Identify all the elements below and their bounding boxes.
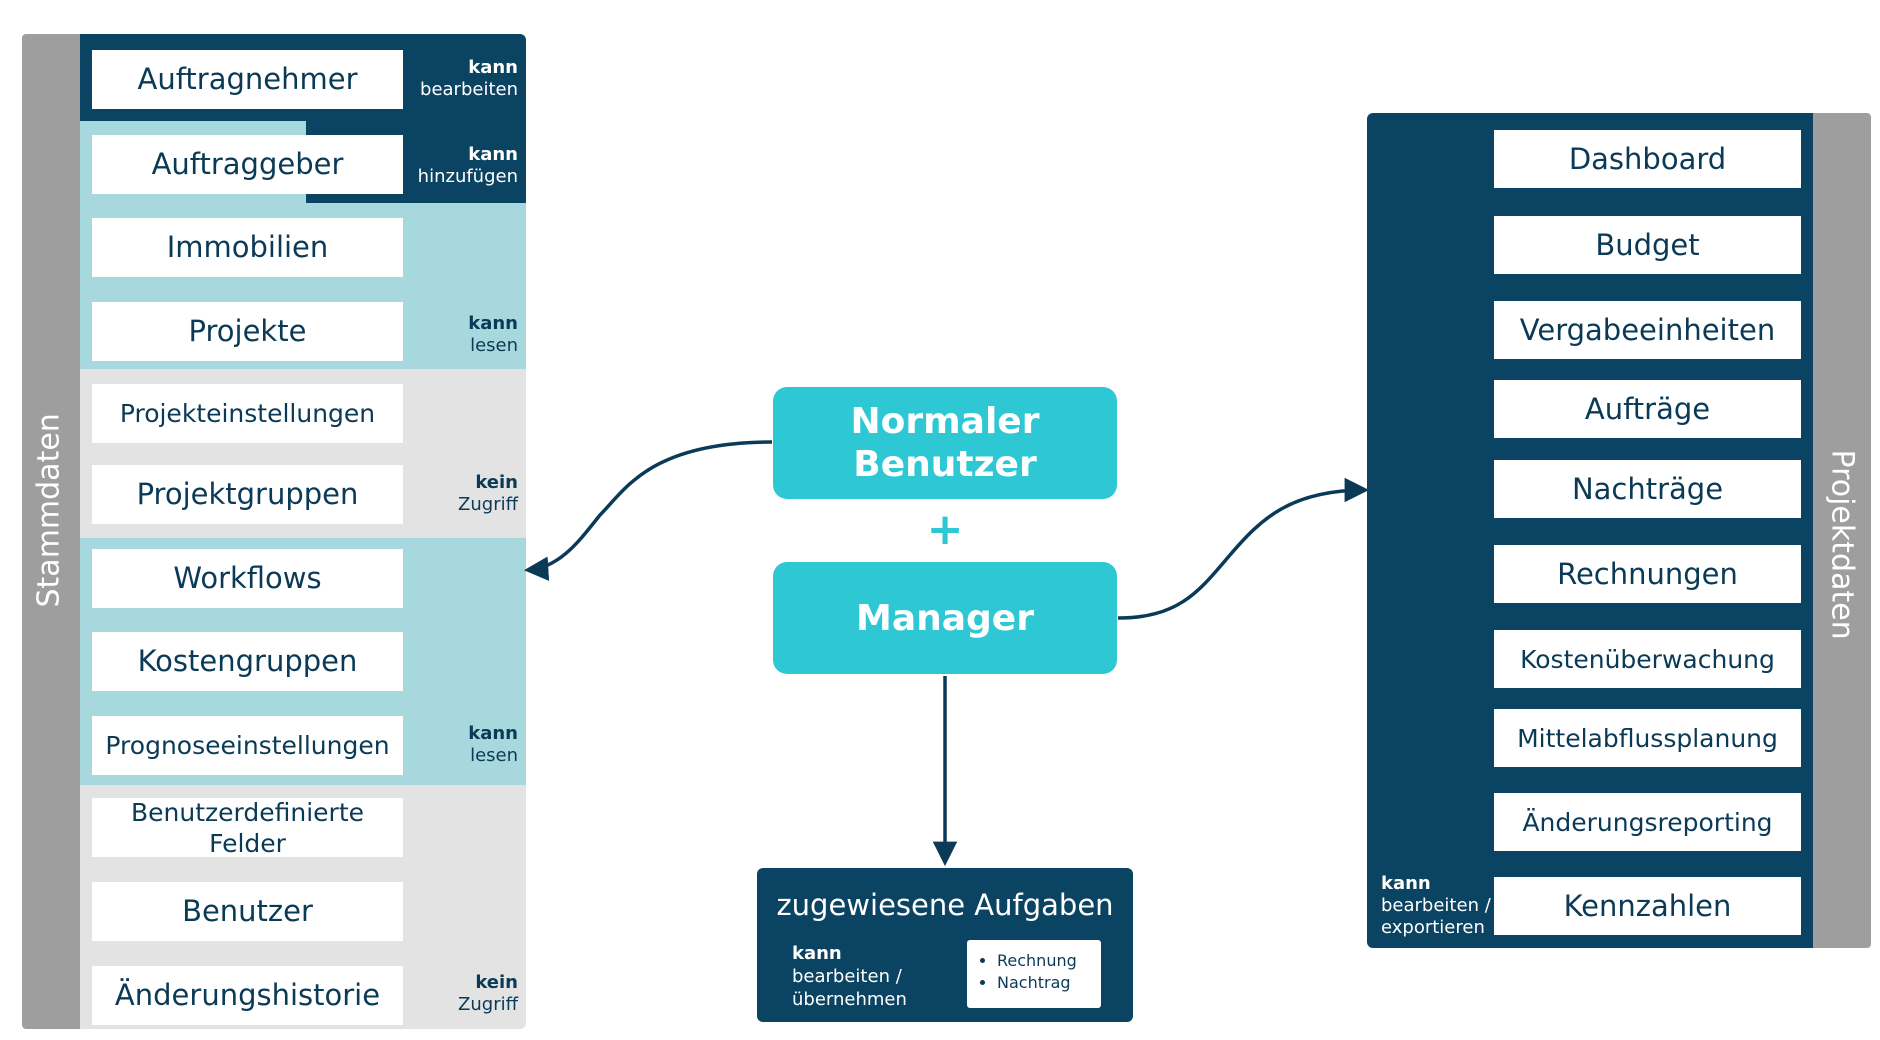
perm-read-1-strong: kann <box>468 313 518 334</box>
assigned-tasks-perm-line2: übernehmen <box>792 989 907 1010</box>
perm-no-access-2-strong: kein <box>475 972 518 993</box>
item-aenderungshistorie[interactable]: Änderungshistorie <box>92 966 403 1025</box>
perm-no-access-1: kein Zugriff <box>400 472 518 516</box>
item-benutzerdefinierte-felder[interactable]: Benutzerdefinierte Felder <box>92 798 403 858</box>
perm-add-strong: kann <box>468 144 518 165</box>
perm-read-2-text: lesen <box>470 745 518 766</box>
projektdaten-sidebar <box>1813 113 1871 948</box>
perm-projektdaten-strong: kann <box>1381 873 1431 894</box>
item-prognoseeinstellungen[interactable]: Prognoseeinstellungen <box>92 716 403 775</box>
item-aenderungsreporting[interactable]: Änderungsreporting <box>1494 793 1801 851</box>
task-item-nachtrag[interactable]: Nachtrag <box>997 972 1101 994</box>
perm-projektdaten-line1: bearbeiten / <box>1381 895 1491 916</box>
item-projekte[interactable]: Projekte <box>92 302 403 361</box>
item-kostengruppen[interactable]: Kostengruppen <box>92 632 403 691</box>
assigned-tasks-permission: kann bearbeiten / übernehmen <box>792 942 907 1011</box>
item-auftragnehmer[interactable]: Auftragnehmer <box>92 50 403 109</box>
item-immobilien[interactable]: Immobilien <box>92 218 403 277</box>
role-manager-label: Manager <box>856 597 1034 639</box>
arrow-to-stammdaten <box>523 440 773 581</box>
perm-add: kann hinzufügen <box>400 144 518 188</box>
perm-projektdaten-line2: exportieren <box>1381 917 1485 938</box>
assigned-tasks-perm-line1: bearbeiten / <box>792 966 902 987</box>
assigned-tasks-title: zugewiesene Aufgaben <box>776 888 1114 922</box>
item-nachtraege[interactable]: Nachträge <box>1494 460 1801 518</box>
perm-edit-text: bearbeiten <box>420 79 518 100</box>
perm-add-text: hinzufügen <box>417 166 518 187</box>
assigned-tasks-box: zugewiesene Aufgaben kann bearbeiten / ü… <box>757 868 1133 1022</box>
item-kostenueberwachung[interactable]: Kostenüberwachung <box>1494 630 1801 688</box>
item-rechnungen[interactable]: Rechnungen <box>1494 545 1801 603</box>
perm-edit: kann bearbeiten <box>400 57 518 101</box>
perm-edit-strong: kann <box>468 57 518 78</box>
perm-read-1: kann lesen <box>400 313 518 357</box>
arrow-to-projektdaten <box>1117 477 1370 620</box>
item-vergabeeinheiten[interactable]: Vergabeeinheiten <box>1494 301 1801 359</box>
perm-no-access-1-text: Zugriff <box>458 494 518 515</box>
perm-no-access-1-strong: kein <box>475 472 518 493</box>
assigned-tasks-perm-strong: kann <box>792 943 842 964</box>
task-item-rechnung[interactable]: Rechnung <box>997 950 1101 972</box>
perm-read-2-strong: kann <box>468 723 518 744</box>
item-projekteinstellungen[interactable]: Projekteinstellungen <box>92 384 403 443</box>
perm-no-access-2: kein Zugriff <box>400 972 518 1016</box>
perm-projektdaten: kann bearbeiten / exportieren <box>1381 873 1491 939</box>
item-workflows[interactable]: Workflows <box>92 549 403 608</box>
role-manager[interactable]: Manager <box>773 562 1117 674</box>
projektdaten-label: Projektdaten <box>1824 449 1860 640</box>
item-benutzer[interactable]: Benutzer <box>92 882 403 941</box>
perm-read-1-text: lesen <box>470 335 518 356</box>
assigned-tasks-list: Rechnung Nachtrag <box>967 940 1101 1008</box>
item-kennzahlen[interactable]: Kennzahlen <box>1494 877 1801 935</box>
role-normal-user-line1: Normaler <box>850 401 1040 442</box>
role-normal-user-line2: Benutzer <box>853 444 1037 485</box>
item-projektgruppen[interactable]: Projektgruppen <box>92 465 403 524</box>
item-budget[interactable]: Budget <box>1494 216 1801 274</box>
role-normal-user[interactable]: Normaler Benutzer <box>773 387 1117 499</box>
item-auftraege[interactable]: Aufträge <box>1494 380 1801 438</box>
item-mittelabflussplanung[interactable]: Mittelabflussplanung <box>1494 709 1801 767</box>
perm-read-2: kann lesen <box>400 723 518 767</box>
item-auftraggeber[interactable]: Auftraggeber <box>92 135 403 194</box>
item-dashboard[interactable]: Dashboard <box>1494 130 1801 188</box>
plus-icon: + <box>926 504 964 555</box>
stammdaten-sidebar <box>22 34 80 1029</box>
perm-no-access-2-text: Zugriff <box>458 994 518 1015</box>
